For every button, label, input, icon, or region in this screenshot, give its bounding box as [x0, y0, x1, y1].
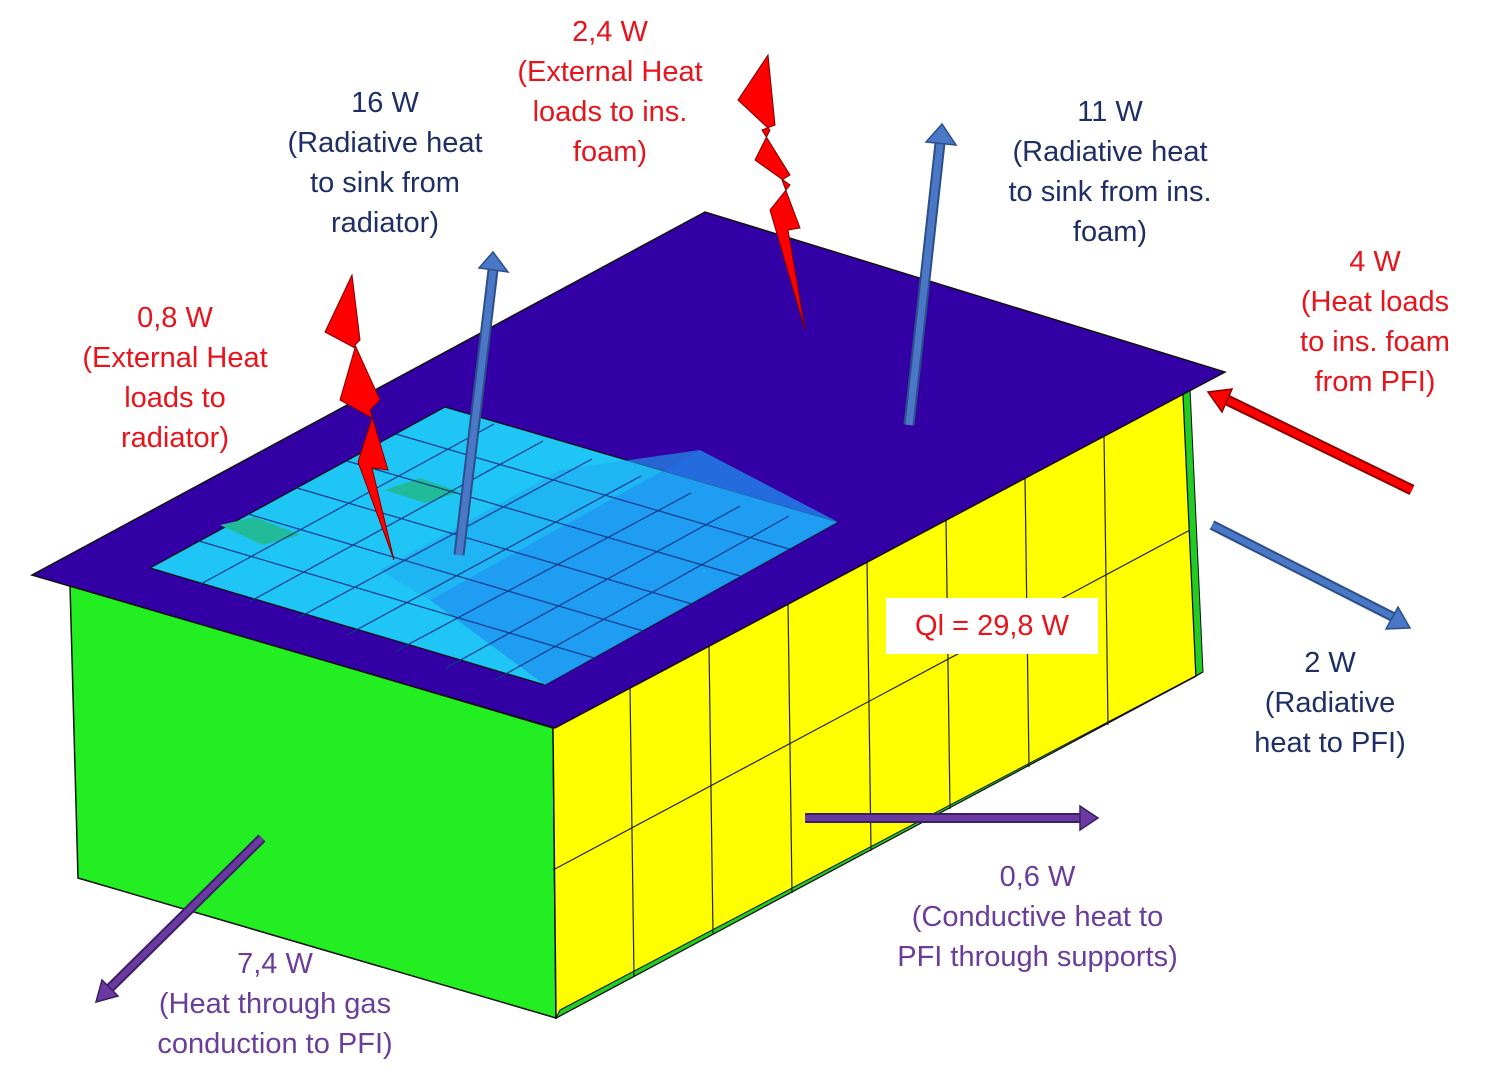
foam-right-face-grid — [552, 434, 1191, 978]
external-heat-foam-bolt-icon — [737, 53, 806, 331]
external-heat-radiator-bolt-icon — [324, 273, 395, 561]
gas-conduction-arrow-icon — [94, 834, 266, 1004]
label-external-heat-foam: 2,4 W (External Heat loads to ins. foam) — [517, 16, 703, 168]
foam-bottom-edge-strip — [554, 671, 1204, 1020]
supports-conduction-arrow-icon — [805, 804, 1100, 832]
label-external-heat-radiator: 0,8 W (External Heat loads to radiator) — [82, 302, 268, 454]
pfi-heat-load-arrow-icon — [1206, 388, 1415, 495]
label-radiative-heat-to-pfi: 2 W (Radiative heat to PFI) — [1254, 647, 1406, 759]
total-heat-load-badge: Ql = 29,8 W — [886, 598, 1098, 654]
label-gas-conduction: 7,4 W (Heat through gas conduction to PF… — [157, 948, 393, 1060]
radiator-panel — [148, 406, 840, 686]
radiator-radiation-arrow-icon — [453, 250, 510, 556]
foam-radiation-arrow-icon — [903, 122, 958, 426]
pfi-radiation-arrow-icon — [1209, 520, 1412, 630]
label-radiative-heat-foam: 11 W (Radiative heat to sink from ins. f… — [1008, 96, 1212, 248]
label-radiative-heat-radiator: 16 W (Radiative heat to sink from radiat… — [287, 87, 483, 239]
label-conductive-heat-supports: 0,6 W (Conductive heat to PFI through su… — [897, 861, 1178, 973]
label-heat-loads-from-pfi: 4 W (Heat loads to ins. foam from PFI) — [1300, 246, 1450, 398]
